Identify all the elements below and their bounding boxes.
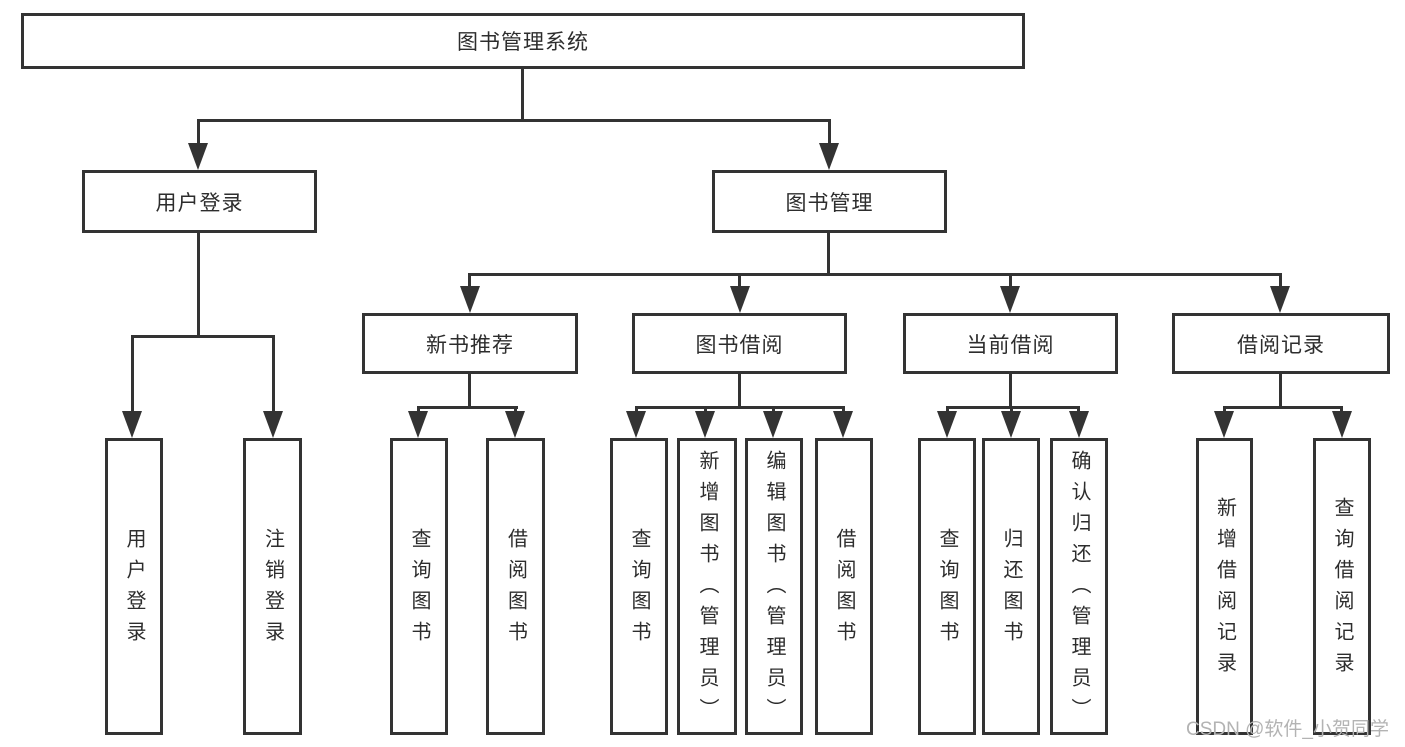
arrow-to-borrow-record-icon — [1270, 286, 1290, 313]
arrow-to-current-borrow-icon — [1000, 286, 1020, 313]
connector-current-arm-3 — [1077, 406, 1080, 414]
leaf-current-return-books: 归还图书 — [982, 438, 1040, 735]
arrow-current-query-icon — [937, 411, 957, 438]
connector-borrow-arm-1 — [635, 406, 638, 414]
arrow-to-user-login-icon — [188, 143, 208, 170]
node-current-borrow: 当前借阅 — [903, 313, 1118, 374]
node-book-management: 图书管理 — [712, 170, 947, 233]
connector-mgmt-arm-3 — [1009, 273, 1012, 288]
arrow-to-book-management-icon — [819, 143, 839, 170]
leaf-current-confirm-return-admin: 确认归还（管理员） — [1050, 438, 1108, 735]
connector-borrow-arm-3 — [772, 406, 775, 414]
node-book-borrow: 图书借阅 — [632, 313, 847, 374]
connector-current-stem — [1009, 374, 1012, 406]
connector-root-arm-right — [828, 119, 831, 145]
connector-newbook-bar — [417, 406, 518, 409]
leaf-logout: 注销登录 — [243, 438, 302, 735]
arrow-borrow-add-icon — [695, 411, 715, 438]
connector-current-arm-1 — [946, 406, 949, 414]
connector-borrow-stem — [738, 374, 741, 406]
connector-login-stem — [197, 233, 200, 335]
connector-record-stem — [1279, 374, 1282, 406]
connector-mgmt-stem — [827, 233, 830, 273]
connector-record-arm-1 — [1223, 406, 1226, 414]
node-root-library-system: 图书管理系统 — [21, 13, 1025, 69]
leaf-record-query-borrow-record: 查询借阅记录 — [1313, 438, 1371, 735]
connector-login-arm-left — [131, 335, 134, 412]
connector-mgmt-arm-1 — [468, 273, 471, 288]
leaf-current-query-books: 查询图书 — [918, 438, 976, 735]
connector-newbook-arm-1 — [417, 406, 420, 414]
leaf-borrow-query-books: 查询图书 — [610, 438, 668, 735]
connector-root-arm-left — [197, 119, 200, 145]
arrow-current-confirm-icon — [1069, 411, 1089, 438]
leaf-borrow-borrow-books: 借阅图书 — [815, 438, 873, 735]
leaf-record-add-borrow-record: 新增借阅记录 — [1196, 438, 1253, 735]
arrow-current-return-icon — [1001, 411, 1021, 438]
node-user-login: 用户登录 — [82, 170, 317, 233]
connector-mgmt-arm-2 — [738, 273, 741, 288]
connector-root-bar — [198, 119, 831, 122]
leaf-newbook-borrow-books: 借阅图书 — [486, 438, 545, 735]
leaf-borrow-add-books-admin: 新增图书（管理员） — [677, 438, 737, 735]
connector-record-arm-2 — [1340, 406, 1343, 414]
connector-record-bar — [1223, 406, 1343, 409]
arrow-newbook-borrow-icon — [505, 411, 525, 438]
connector-newbook-arm-2 — [514, 406, 517, 414]
arrow-borrow-query-icon — [626, 411, 646, 438]
connector-borrow-arm-4 — [842, 406, 845, 414]
connector-login-arm-right — [272, 335, 275, 412]
arrow-record-add-icon — [1214, 411, 1234, 438]
connector-current-bar — [946, 406, 1080, 409]
connector-mgmt-arm-4 — [1279, 273, 1282, 288]
node-new-book-recommend: 新书推荐 — [362, 313, 578, 374]
arrow-borrow-borrow-icon — [833, 411, 853, 438]
arrow-to-login-leaf-icon — [122, 411, 142, 438]
arrow-record-query-icon — [1332, 411, 1352, 438]
arrow-to-new-book-icon — [460, 286, 480, 313]
connector-borrow-bar — [635, 406, 845, 409]
arrow-to-book-borrow-icon — [730, 286, 750, 313]
arrow-to-logout-leaf-icon — [263, 411, 283, 438]
connector-borrow-arm-2 — [704, 406, 707, 414]
connector-current-arm-2 — [1010, 406, 1013, 414]
arrow-newbook-query-icon — [408, 411, 428, 438]
csdn-watermark: CSDN @软件_小贺同学 — [1186, 719, 1389, 740]
arrow-borrow-edit-icon — [763, 411, 783, 438]
node-borrow-record: 借阅记录 — [1172, 313, 1390, 374]
connector-newbook-stem — [468, 374, 471, 406]
leaf-user-login: 用户登录 — [105, 438, 163, 735]
leaf-borrow-edit-books-admin: 编辑图书（管理员） — [745, 438, 803, 735]
connector-login-bar — [131, 335, 275, 338]
leaf-newbook-query-books: 查询图书 — [390, 438, 448, 735]
connector-root-stem — [521, 69, 524, 119]
connector-mgmt-bar — [468, 273, 1282, 276]
